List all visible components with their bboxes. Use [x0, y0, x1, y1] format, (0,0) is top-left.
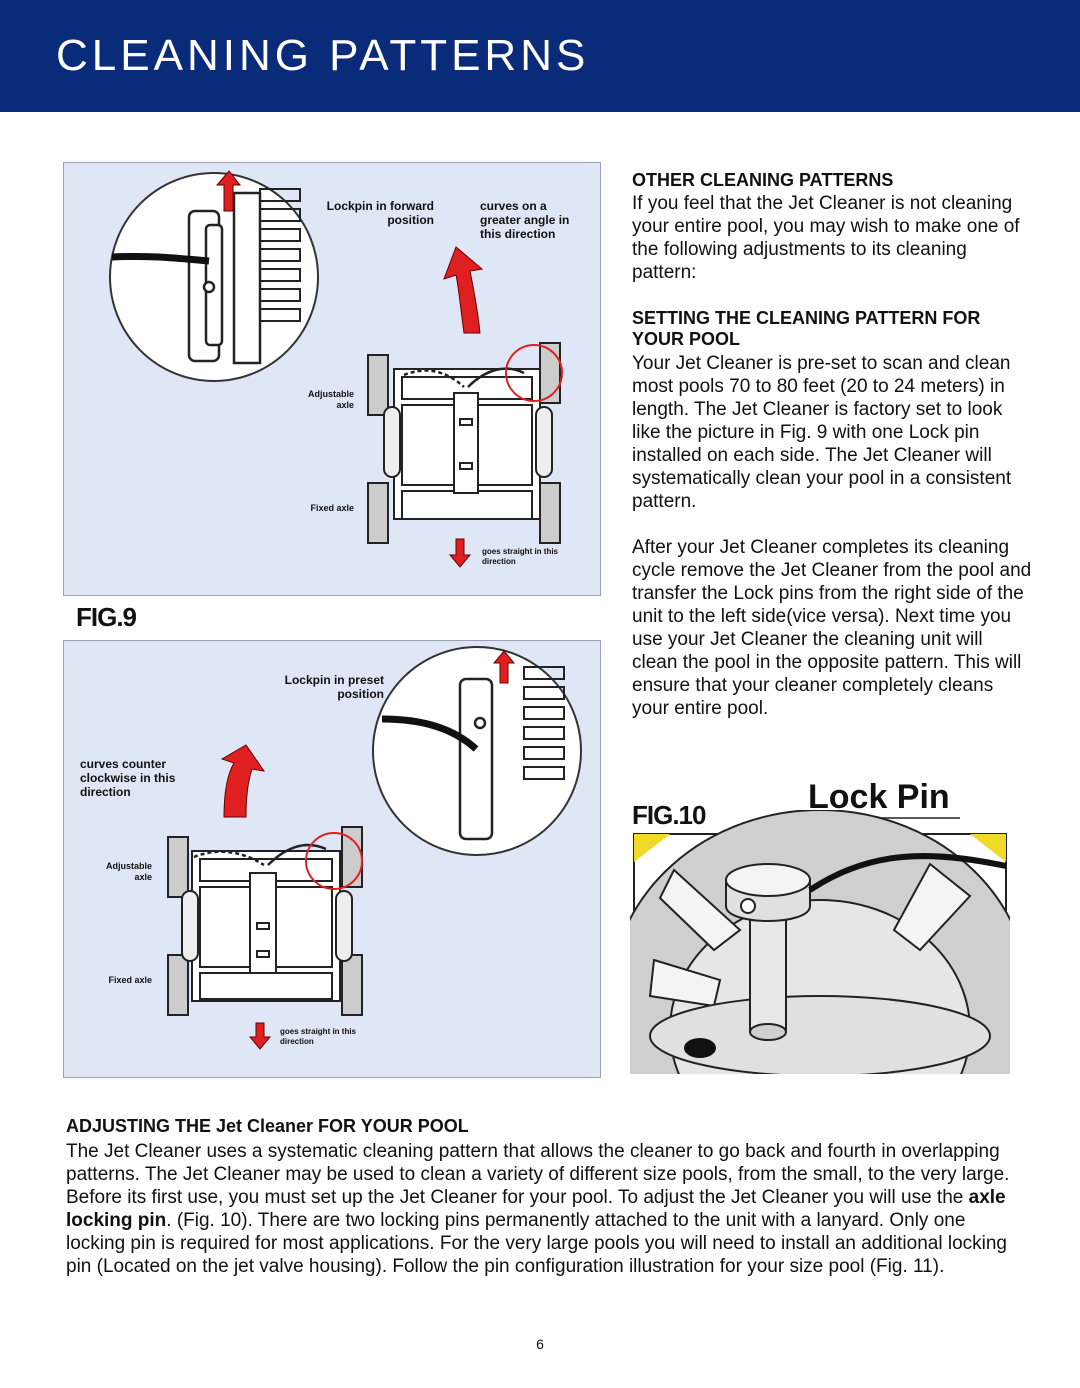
zoom-detail: [111, 188, 301, 365]
paragraph-adjusting: The Jet Cleaner uses a systematic cleani…: [66, 1140, 1016, 1278]
fig10-label: FIG.10: [632, 800, 706, 830]
header-banner: CLEANING PATTERNS: [0, 0, 1080, 112]
fig10-photo: [630, 810, 1010, 1074]
fig9b-adjustable-axle-label: Adjustable axle: [105, 861, 152, 882]
paragraph-adjusting-bold: axle locking pin: [66, 1187, 1006, 1231]
zoom-detail-2: [381, 666, 565, 841]
fig9b-curves-label: curves counter clockwise in this directi…: [80, 757, 176, 799]
fig9b-illustration: [167, 646, 582, 1050]
fig9-illustration: [109, 170, 563, 568]
fig9b-straight-label: goes straight in this direction: [280, 1027, 357, 1046]
paragraph-adjusting-text-2: . (Fig. 10). There are two locking pins …: [66, 1210, 1008, 1277]
page-title: CLEANING PATTERNS: [56, 31, 590, 80]
fig9b-diagram: Lockpin in preset position curves counte…: [63, 640, 601, 1078]
heading-other-cleaning-patterns: OTHER CLEANING PATTERNS: [632, 170, 894, 190]
fig9-adjustable-axle-label: Adjustable axle: [307, 389, 354, 410]
page-number: 6: [536, 1336, 544, 1352]
fig9b-fixed-axle-label: Fixed axle: [108, 975, 152, 985]
cleaner-body: [367, 342, 561, 544]
fig9-label: FIG.9: [76, 602, 137, 632]
fig9-fixed-axle-label: Fixed axle: [310, 503, 354, 513]
heading-adjusting: ADJUSTING THE Jet Cleaner FOR YOUR POOL: [66, 1116, 469, 1136]
paragraph-other-cleaning: If you feel that the Jet Cleaner is not …: [632, 193, 1020, 283]
paragraph-adjusting-text-1: The Jet Cleaner uses a systematic cleani…: [66, 1141, 1010, 1208]
paragraph-after-cycle: After your Jet Cleaner completes its cle…: [632, 537, 1032, 719]
paragraph-setting-pattern: Your Jet Cleaner is pre-set to scan and …: [632, 353, 1012, 512]
fig9b-lockpin-label: Lockpin in preset position: [284, 673, 384, 701]
heading-setting-cleaning-pattern: SETTING THE CLEANING PATTERN FOR YOUR PO…: [632, 308, 981, 349]
fig9-diagram: Lockpin in forward position curves on a …: [63, 162, 601, 596]
fig9-straight-label: goes straight in this direction: [482, 547, 559, 566]
fig9-lockpin-label: Lockpin in forward position: [326, 199, 434, 227]
fig9-curves-label: curves on a greater angle in this direct…: [480, 199, 570, 241]
cleaner-body-2: [167, 826, 363, 1016]
